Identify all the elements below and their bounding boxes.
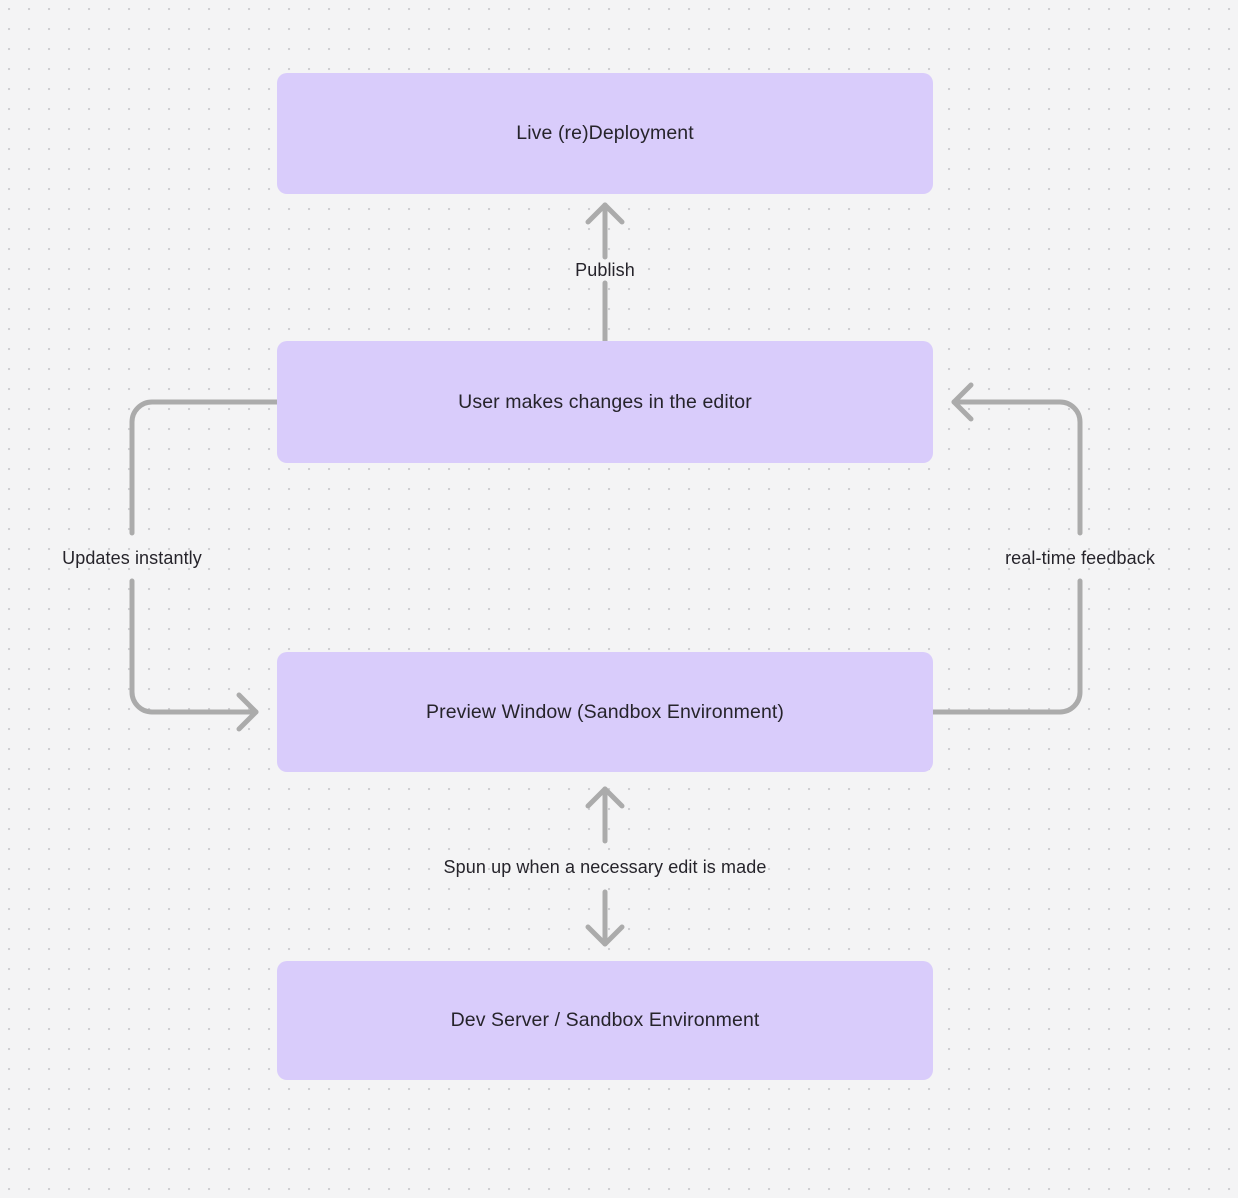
node-dev-server[interactable]: Dev Server / Sandbox Environment: [277, 961, 933, 1080]
node-user-edits[interactable]: User makes changes in the editor: [277, 341, 933, 463]
node-preview-window[interactable]: Preview Window (Sandbox Environment): [277, 652, 933, 772]
edge-label-updates-instantly: Updates instantly: [62, 548, 202, 568]
edge-label-spun-up: Spun up when a necessary edit is made: [443, 857, 767, 877]
node-preview-window-label: Preview Window (Sandbox Environment): [426, 700, 784, 723]
node-user-edits-label: User makes changes in the editor: [458, 390, 752, 413]
edge-label-real-time-feedback: real-time feedback: [1005, 548, 1155, 568]
node-live-deployment[interactable]: Live (re)Deployment: [277, 73, 933, 194]
edge-label-publish: Publish: [575, 260, 635, 280]
node-live-deployment-label: Live (re)Deployment: [516, 122, 694, 145]
node-dev-server-label: Dev Server / Sandbox Environment: [450, 1009, 760, 1032]
